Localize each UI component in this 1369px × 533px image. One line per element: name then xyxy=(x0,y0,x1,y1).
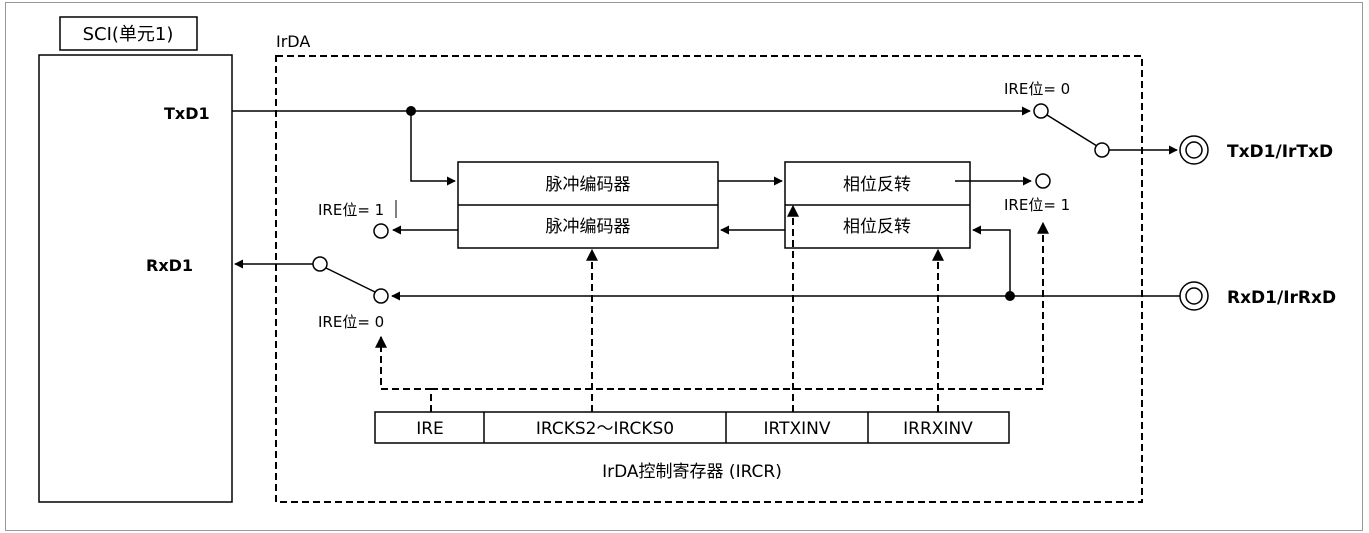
inverter-top-label: 相位反转 xyxy=(843,175,911,195)
outer-frame xyxy=(5,2,1363,531)
tx-pin-inner xyxy=(1185,141,1203,159)
reg-field-irtxinv: IRTXINV xyxy=(764,419,831,439)
rx-pin-label: RxD1/IrRxD xyxy=(1227,288,1336,308)
txd-to-encoder xyxy=(410,111,456,186)
rx-switch-label-ire0: IRE位= 0 xyxy=(318,313,384,331)
ircr-register xyxy=(374,411,1010,444)
tx-pin-label: TxD1/IrTxD xyxy=(1227,142,1333,162)
rx-switch-lever xyxy=(325,267,376,293)
irda-title: IrDA xyxy=(276,32,310,51)
tx-switch-label-ire0: IRE位= 0 xyxy=(1004,80,1070,98)
rx-switch-common xyxy=(312,256,328,272)
ire-control-tx xyxy=(431,221,1049,390)
tx-switch-terminal-ire1 xyxy=(1035,173,1051,189)
rx-switch-label-ire1: IRE位= 1 xyxy=(318,201,384,219)
rx-switch-terminal-ire0 xyxy=(373,288,389,304)
rx-switch-terminal-ire1 xyxy=(373,223,389,239)
tx-switch-label-ire1: IRE位= 1 xyxy=(1004,196,1070,214)
encoder-top-label: 脉冲编码器 xyxy=(546,175,631,195)
encoder-bottom-label: 脉冲编码器 xyxy=(546,217,631,237)
rx-pin-inner xyxy=(1185,287,1203,305)
tx-switch-terminal-ire0 xyxy=(1033,103,1049,119)
sci-title-box xyxy=(59,16,198,51)
rxd-to-inverter xyxy=(972,225,1011,296)
reg-field-irrxinv: IRRXINV xyxy=(903,419,973,439)
tx-switch-lever xyxy=(1046,114,1098,147)
sci-unit-box xyxy=(38,54,233,503)
tx-switch-common xyxy=(1094,142,1110,158)
irda-region xyxy=(275,55,1143,503)
sci-rxd-label: RxD1 xyxy=(146,256,193,275)
inverter-bottom-label: 相位反转 xyxy=(843,217,911,237)
register-name: IrDA控制寄存器 (IRCR) xyxy=(602,462,782,482)
reg-field-ircks: IRCKS2～IRCKS0 xyxy=(536,419,674,439)
reg-field-ire: IRE xyxy=(416,419,444,439)
sci-title: SCI(单元1) xyxy=(83,24,174,45)
sci-txd-label: TxD1 xyxy=(164,104,210,123)
ire-control-rx xyxy=(375,335,432,412)
